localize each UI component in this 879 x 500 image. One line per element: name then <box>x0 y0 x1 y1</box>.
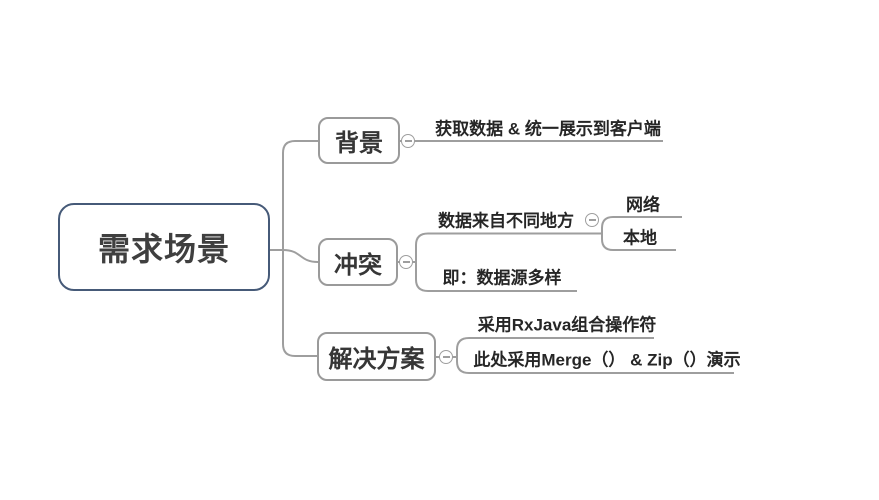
bracket-solution-children <box>456 337 734 374</box>
connector-trunk-to-background <box>282 140 318 250</box>
minus-icon <box>588 219 596 221</box>
connector-trunk-to-solution <box>282 250 318 357</box>
bracket-sources-children <box>601 216 682 251</box>
connector-trunk-to-conflict <box>282 249 319 263</box>
subtopic-merge-zip-demo[interactable]: 此处采用Merge（） & Zip（）演示 <box>473 350 741 370</box>
root-topic-label: 需求场景 <box>97 231 230 267</box>
collapse-toggle-conflict[interactable] <box>399 255 413 269</box>
collapse-toggle-solution[interactable] <box>439 350 453 364</box>
bracket-conflict-children <box>415 232 602 292</box>
subtopic-data-from-places[interactable]: 数据来自不同地方 <box>438 211 574 231</box>
root-topic[interactable]: 需求场景 <box>58 203 270 291</box>
topic-solution-label: 解决方案 <box>328 346 425 373</box>
collapse-toggle-background[interactable] <box>401 134 415 148</box>
topic-background[interactable]: 背景 <box>318 117 400 164</box>
subtopic-diverse-sources[interactable]: 即：数据源多样 <box>442 268 562 288</box>
subtopic-network[interactable]: 网络 <box>626 195 660 215</box>
minus-icon <box>402 261 410 263</box>
minus-icon <box>404 140 412 142</box>
topic-conflict-label: 冲突 <box>334 251 382 279</box>
topic-solution[interactable]: 解决方案 <box>317 332 436 381</box>
subtopic-local[interactable]: 本地 <box>623 228 657 248</box>
subtopic-rxjava-operators[interactable]: 采用RxJava组合操作符 <box>477 315 657 335</box>
topic-conflict[interactable]: 冲突 <box>318 238 398 286</box>
subtopic-fetch-display[interactable]: 获取数据 & 统一展示到客户端 <box>435 119 661 139</box>
minus-icon <box>442 356 450 358</box>
collapse-toggle-data-sources[interactable] <box>585 213 599 227</box>
topic-background-label: 背景 <box>335 130 383 157</box>
